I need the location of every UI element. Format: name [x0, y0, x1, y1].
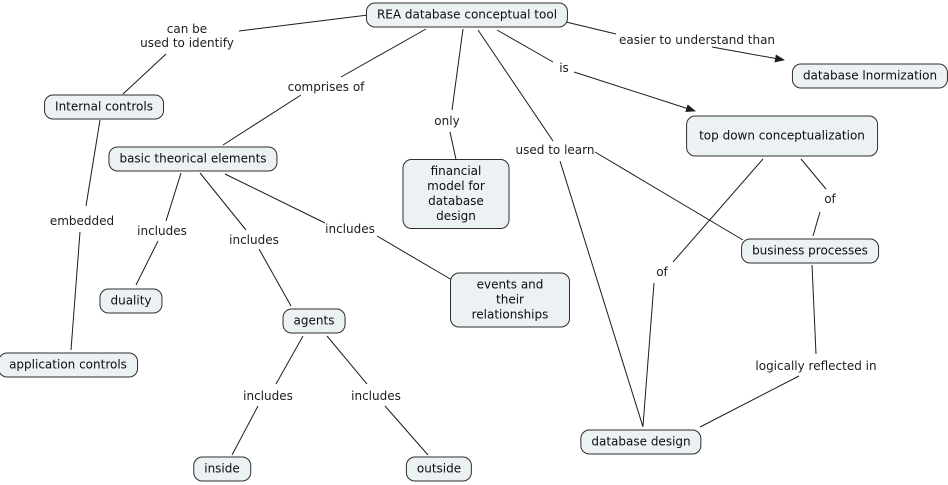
edge-topdown-of-dbdesign-a	[672, 158, 764, 263]
edge-agents-includes-inside-b	[231, 405, 259, 456]
edge-label-used-to-learn[interactable]: used to learn	[515, 143, 595, 157]
edge-rea-canbe	[238, 14, 369, 32]
edge-label-of-database-design[interactable]: of	[656, 265, 668, 279]
node-database-design[interactable]: database design	[580, 429, 702, 455]
edge-agents-includes-inside-a	[275, 335, 304, 385]
node-top-down-conceptualization[interactable]: top down conceptualization	[686, 115, 878, 157]
edge-topdown-of-dbdesign-b	[642, 282, 655, 427]
node-basic-theorical-elements[interactable]: basic theorical elements	[108, 146, 278, 172]
edge-agents-includes-outside-a	[326, 335, 368, 385]
edge-topdown-of-business-b	[812, 211, 821, 237]
edge-basic-includes-duality-b	[135, 240, 159, 286]
edge-is-topdown	[573, 71, 696, 113]
node-outside[interactable]: outside	[405, 456, 473, 482]
edge-basic-includes-events-a	[224, 173, 326, 224]
edge-topdown-of-business-a	[800, 158, 827, 190]
edge-basic-includes-duality-a	[165, 172, 182, 222]
node-rea-database-conceptual-tool[interactable]: REA database conceptual tool	[365, 2, 569, 28]
edge-label-includes-agents[interactable]: includes	[229, 233, 279, 247]
edge-rea-is	[496, 29, 554, 63]
edge-basic-includes-agents-b	[258, 248, 292, 307]
edge-label-includes-events[interactable]: includes	[325, 222, 375, 236]
edge-label-logically-reflected-in[interactable]: logically reflected in	[755, 359, 877, 373]
edge-label-is[interactable]: is	[559, 61, 569, 75]
edge-canbe-internal-controls	[122, 53, 167, 95]
edge-rea-easier	[565, 21, 617, 35]
edge-rea-usedtolearn	[477, 29, 554, 142]
edge-label-can-be-used-to-identify[interactable]: can be used to identify	[140, 22, 234, 50]
edge-label-comprises-of[interactable]: comprises of	[287, 80, 365, 94]
edge-comprises-basic-elements	[222, 94, 302, 146]
edge-usedtolearn-database-design	[559, 160, 644, 428]
edge-label-embedded[interactable]: embedded	[49, 214, 115, 228]
edge-only-financial-model	[449, 131, 458, 165]
node-internal-controls[interactable]: Internal controls	[44, 94, 164, 120]
edge-label-only[interactable]: only	[434, 114, 460, 128]
node-database-lnormization[interactable]: database lnormization	[791, 63, 948, 89]
node-financial-model[interactable]: financial model for database design	[402, 159, 510, 229]
edge-usedtolearn-business-processes	[594, 151, 744, 241]
edge-business-logically-a	[811, 264, 817, 355]
node-application-controls[interactable]: application controls	[0, 352, 138, 378]
edge-label-easier-to-understand-than[interactable]: easier to understand than	[618, 33, 776, 47]
edge-agents-includes-outside-b	[384, 405, 429, 456]
edge-basic-includes-agents-a	[199, 172, 247, 231]
edge-easier-lnormization	[711, 46, 785, 63]
edge-label-includes-inside[interactable]: includes	[243, 389, 293, 403]
edge-embedded-application-controls	[70, 231, 81, 351]
edge-internal-controls-embedded	[85, 119, 101, 207]
edge-label-includes-duality[interactable]: includes	[137, 224, 187, 238]
node-events-and-their-relationships[interactable]: events and their relationships	[450, 272, 570, 328]
edge-rea-comprises	[340, 28, 427, 78]
edge-basic-includes-events-b	[376, 235, 453, 281]
edge-rea-only	[451, 28, 464, 111]
node-agents[interactable]: agents	[282, 308, 346, 334]
node-business-processes[interactable]: business processes	[741, 238, 879, 264]
edge-label-of-business-processes[interactable]: of	[824, 192, 836, 206]
node-duality[interactable]: duality	[99, 288, 163, 314]
node-inside[interactable]: inside	[193, 456, 251, 482]
edge-label-includes-outside[interactable]: includes	[351, 389, 401, 403]
edge-business-logically-b	[699, 375, 800, 428]
